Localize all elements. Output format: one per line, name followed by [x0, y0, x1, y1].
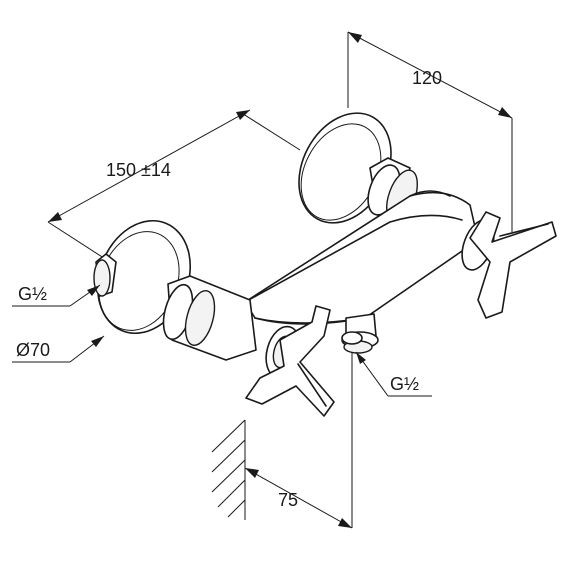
shower-outlet	[341, 313, 379, 354]
dimension-75	[244, 467, 353, 529]
wall-hatching	[211, 419, 246, 518]
leader-outlet-thread	[355, 351, 432, 397]
front-connector	[162, 275, 257, 361]
dimension-150	[47, 109, 251, 223]
label-inlet-thread: G½	[18, 284, 47, 304]
dim-label-150: 150 ±14	[106, 160, 171, 180]
dimension-120	[347, 31, 513, 119]
front-handle[interactable]	[245, 305, 335, 417]
extension-lines	[47, 32, 513, 528]
dim-label-75: 75	[278, 490, 298, 510]
label-outlet-thread: G½	[390, 374, 419, 394]
right-handle[interactable]	[456, 211, 557, 319]
dim-label-120: 120	[412, 68, 442, 88]
leader-rosette-diameter	[12, 335, 105, 363]
leader-inlet-thread	[12, 284, 101, 307]
label-rosette-diameter: Ø70	[16, 340, 50, 360]
